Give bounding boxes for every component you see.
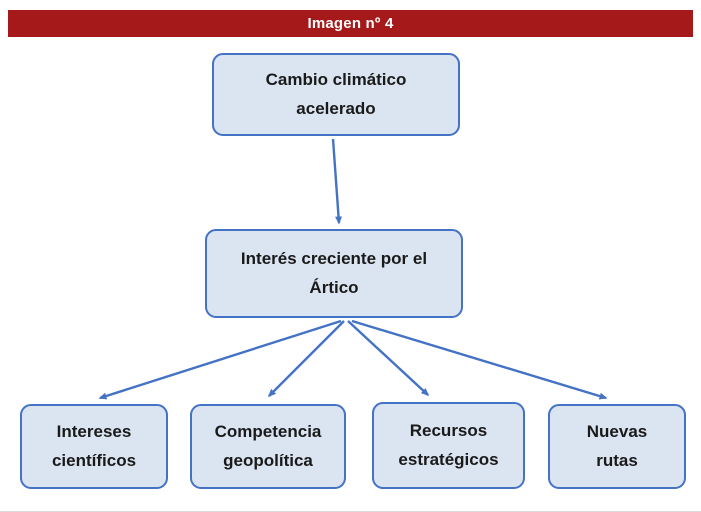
arrow-root-to-mid xyxy=(331,138,343,225)
node-label: Intereses científicos xyxy=(51,422,137,470)
arrow-mid-to-leaf4 xyxy=(351,319,608,400)
node-recursos-estrategicos: Recursos estratégicos xyxy=(372,402,525,489)
arrow-mid-to-leaf3 xyxy=(347,320,430,397)
node-interes-artico: Interés creciente por el Ártico xyxy=(205,229,463,318)
image-title: Imagen nº 4 xyxy=(307,15,394,32)
node-competencia-geopolitica: Competencia geopolítica xyxy=(190,404,346,489)
node-label: Competencia geopolítica xyxy=(214,422,322,470)
node-label: Cambio climático acelerado xyxy=(265,70,407,118)
image-title-bar: Imagen nº 4 xyxy=(8,10,693,37)
arrow-mid-to-leaf2 xyxy=(267,320,345,398)
arrow-mid-to-leaf1 xyxy=(98,319,342,400)
node-nuevas-rutas: Nuevas rutas xyxy=(548,404,686,489)
node-cambio-climatico: Cambio climático acelerado xyxy=(212,53,460,136)
node-label: Recursos estratégicos xyxy=(398,421,499,469)
node-intereses-cientificos: Intereses científicos xyxy=(20,404,168,489)
node-label: Interés creciente por el Ártico xyxy=(240,249,428,297)
node-label: Nuevas rutas xyxy=(586,422,648,470)
